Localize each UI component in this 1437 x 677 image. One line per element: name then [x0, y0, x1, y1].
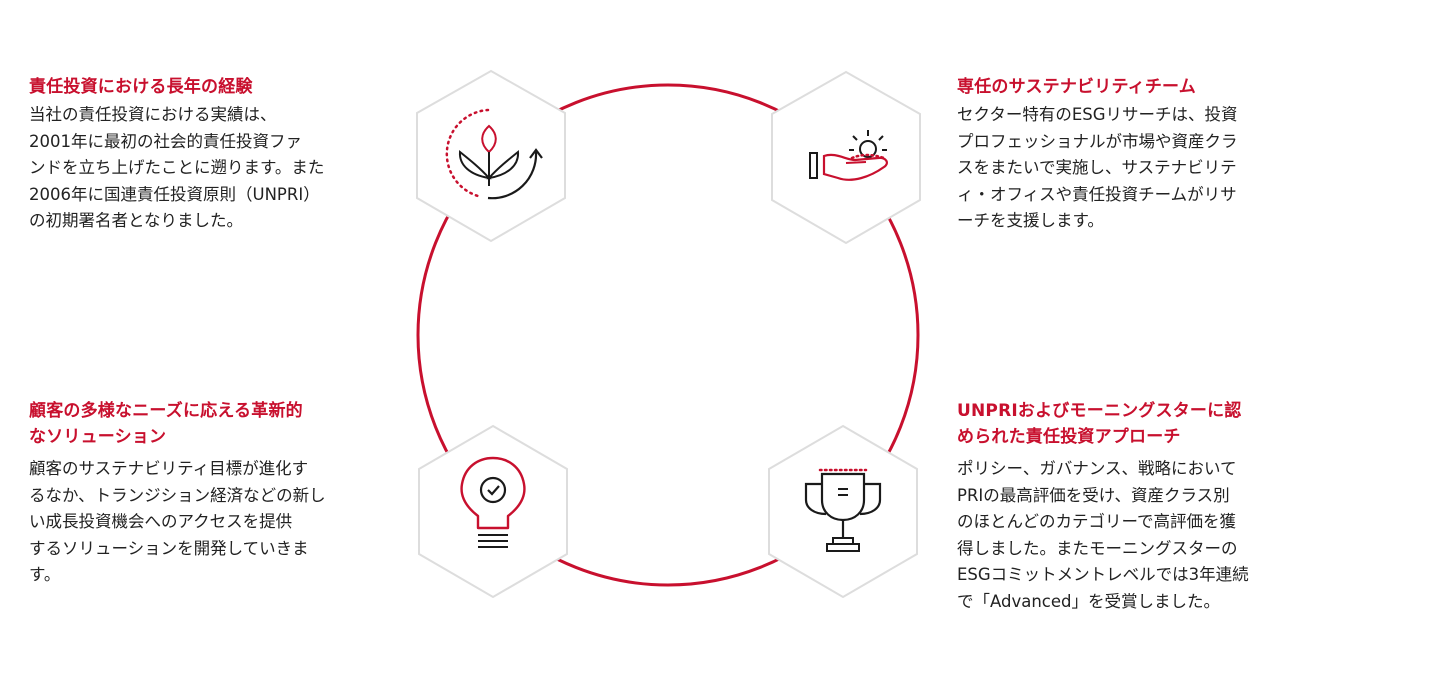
block-body: ポリシー、ガバナンス、戦略において PRIの最高評価を受け、資産クラス別 のほと… — [957, 459, 1249, 611]
plant-growth-icon — [445, 108, 543, 200]
hexagon-top-right — [771, 70, 921, 245]
block-body: セクター特有のESGリサーチは、投資 プロフェッショナルが市場や資産クラ スをま… — [957, 105, 1238, 230]
block-title: 顧客の多様なニーズに応える革新的 なソリューション — [29, 401, 303, 447]
center-ring — [416, 83, 920, 587]
block-body: 当社の責任投資における実績は、 2001年に最初の社会的責任投資ファ ンドを立ち… — [29, 105, 325, 230]
trophy-icon — [804, 468, 882, 552]
hand-sun-icon — [809, 130, 888, 181]
block-title: 専任のサステナビリティチーム — [957, 77, 1196, 97]
block-body: 顧客のサステナビリティ目標が進化す るなか、トランジション経済などの新し い成長… — [29, 459, 326, 584]
block-recognized-approach: UNPRIおよびモーニングスターに認 められた責任投資アプローチ ポリシー、ガバ… — [957, 398, 1337, 615]
hexagon-top-left — [416, 69, 566, 243]
lightbulb-check-icon — [460, 456, 526, 548]
block-title: 責任投資における長年の経験 — [29, 77, 253, 97]
hexagon-bottom-right — [768, 424, 918, 599]
block-title: UNPRIおよびモーニングスターに認 められた責任投資アプローチ — [957, 401, 1242, 447]
block-responsible-investing-experience: 責任投資における長年の経験 当社の責任投資における実績は、 2001年に最初の社… — [29, 74, 409, 235]
block-innovative-solutions: 顧客の多様なニーズに応える革新的 なソリューション 顧客のサステナビリティ目標が… — [29, 398, 409, 589]
block-sustainability-team: 専任のサステナビリティチーム セクター特有のESGリサーチは、投資 プロフェッシ… — [957, 74, 1337, 235]
hexagon-bottom-left — [418, 424, 568, 599]
